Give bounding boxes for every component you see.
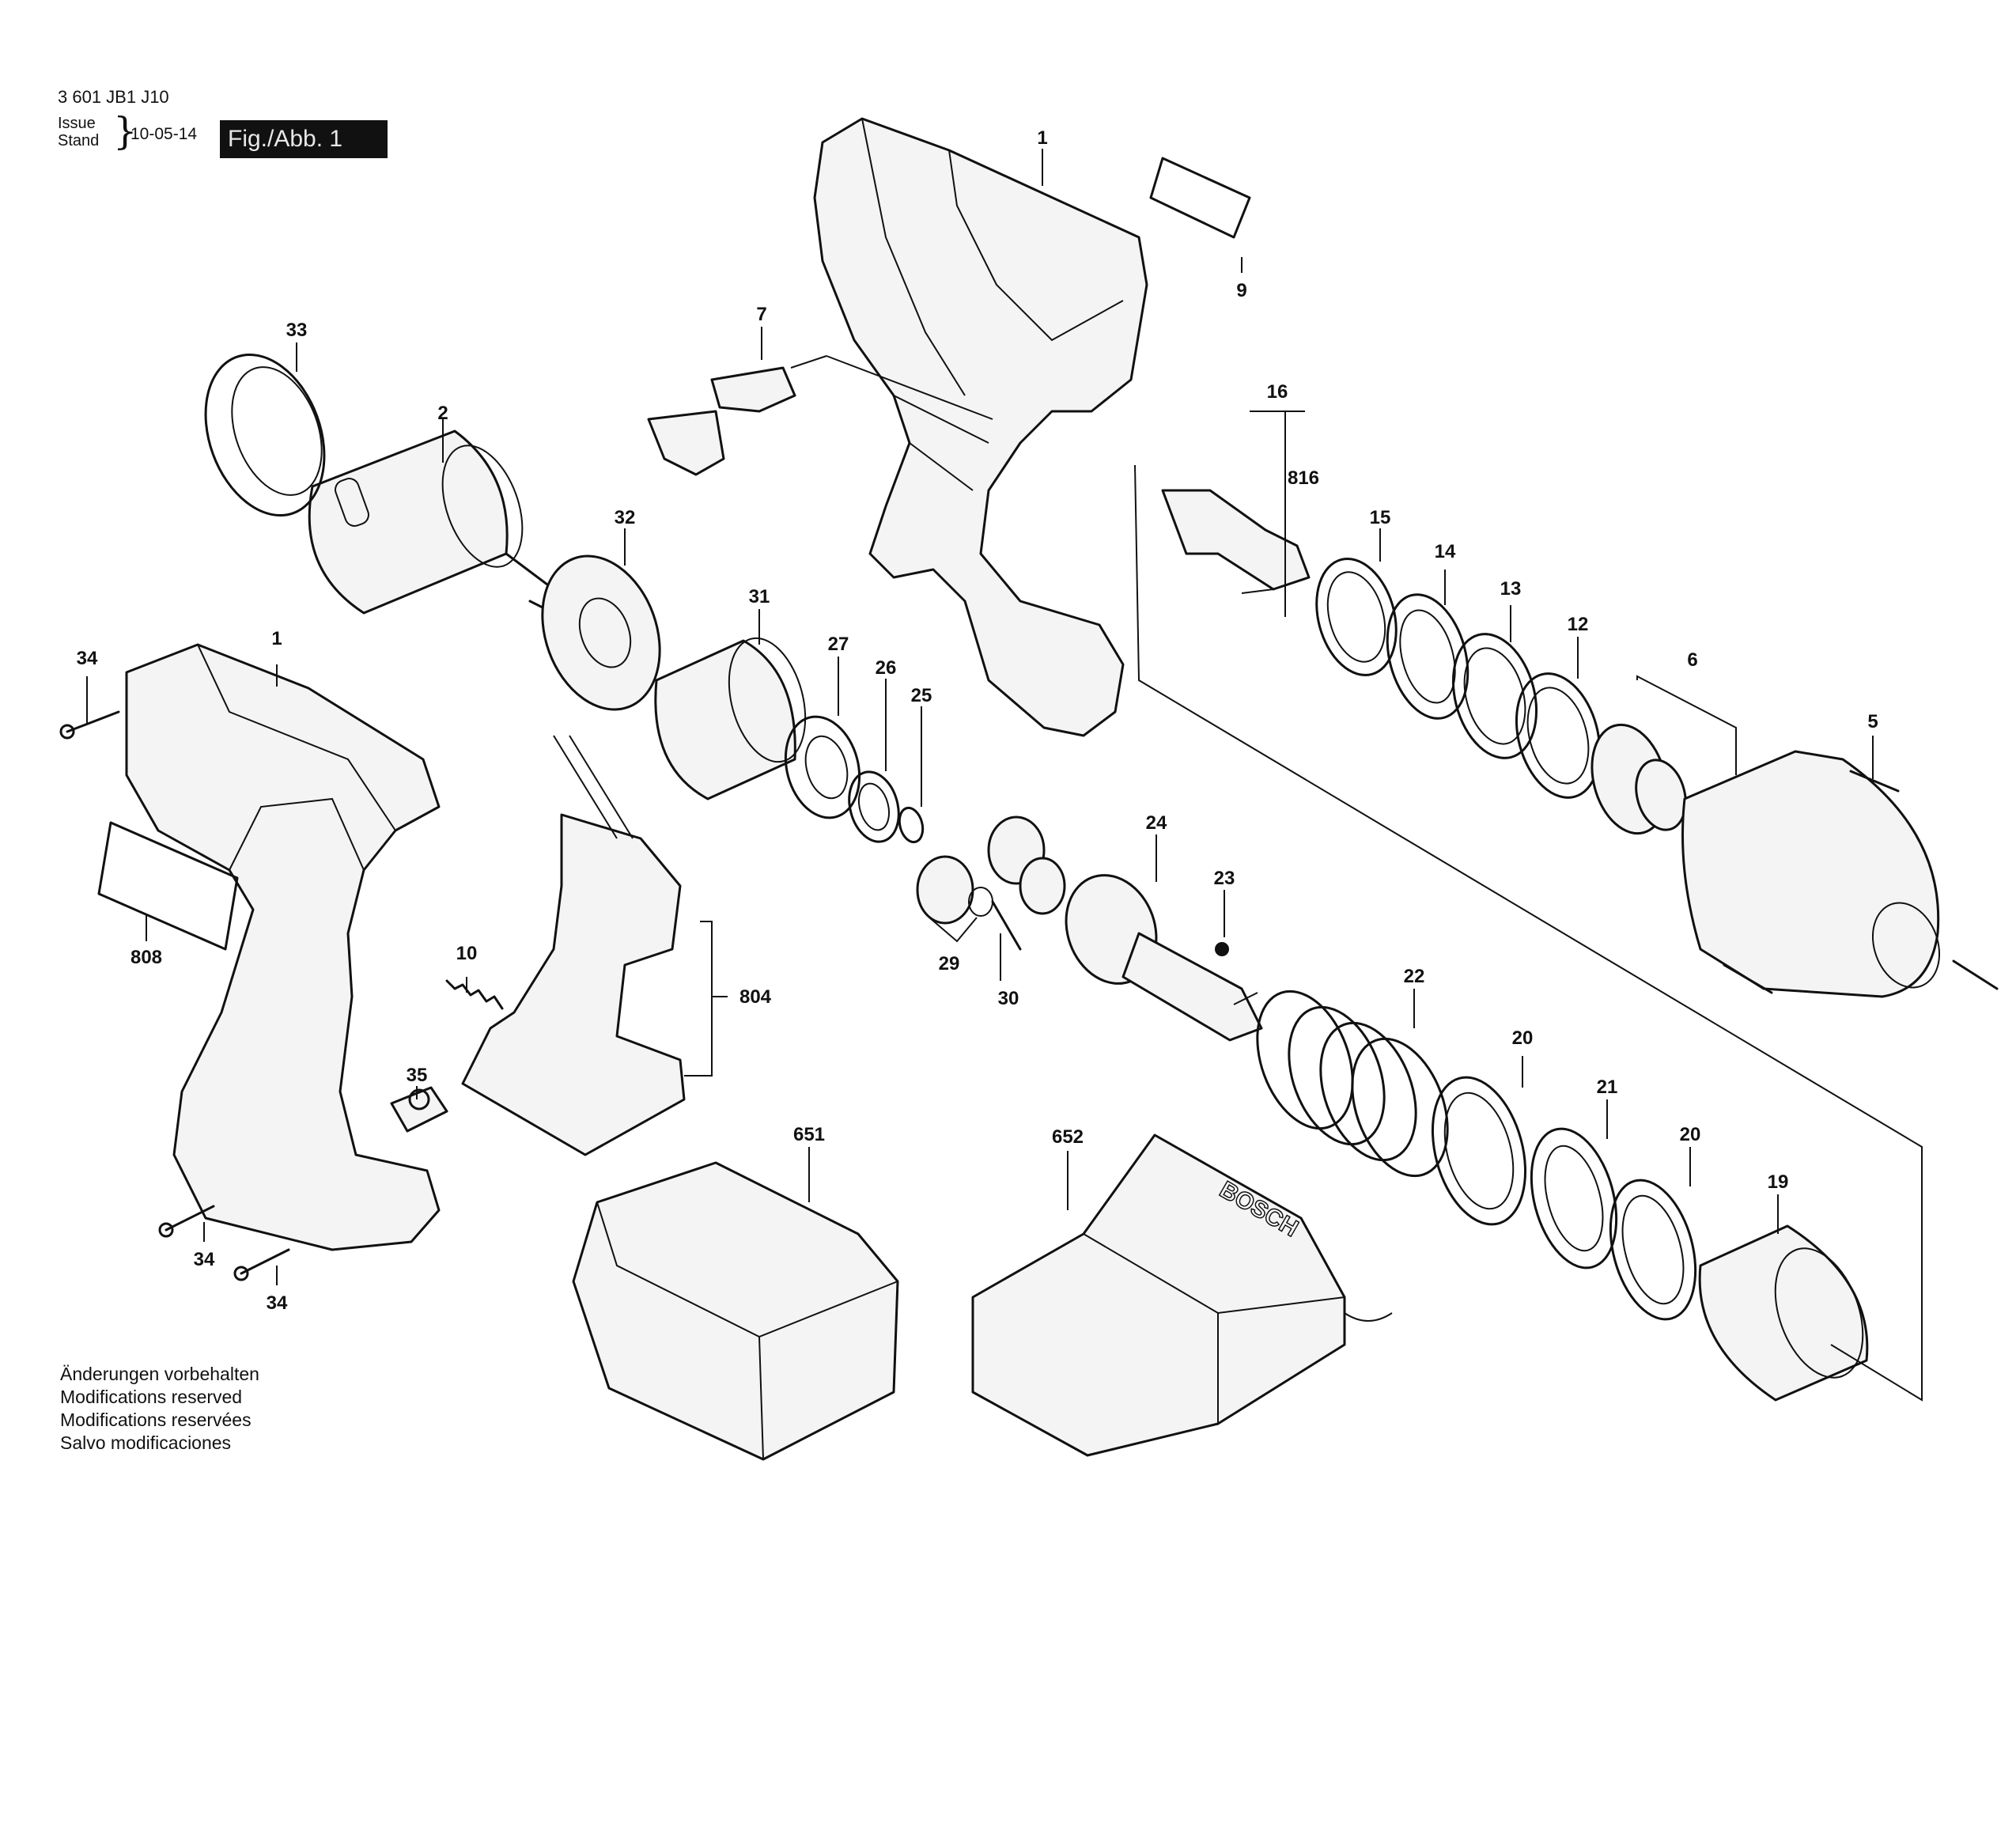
switch-lever-7 xyxy=(647,355,993,476)
part-label-29: 29 xyxy=(939,953,960,974)
part-label-2: 2 xyxy=(437,403,448,424)
part-labels: 1 9 7 33 2 16 816 32 15 14 13 12 31 27 2… xyxy=(77,127,1878,1314)
washer-20-a xyxy=(1431,1076,1527,1226)
planet-gears-29 xyxy=(916,815,1066,943)
spring-10 xyxy=(445,979,504,1010)
part-label-30: 30 xyxy=(998,988,1019,1009)
hammer-case-5 xyxy=(1681,750,1941,998)
part-label-7: 7 xyxy=(756,304,766,325)
screw-5-c xyxy=(1723,963,1773,994)
part-label-23: 23 xyxy=(1214,868,1235,889)
part-label-26: 26 xyxy=(876,657,897,679)
issue-label: Issue xyxy=(58,115,96,132)
battery-pack-651 xyxy=(572,1161,899,1461)
ball-23 xyxy=(1215,942,1229,956)
part-label-22: 22 xyxy=(1404,966,1425,987)
ring-33 xyxy=(204,353,326,517)
housing-half-left xyxy=(125,643,441,1251)
part-label-21: 21 xyxy=(1597,1077,1618,1098)
suppressor-35 xyxy=(390,1086,448,1133)
issue-date: 10-05-14 xyxy=(130,125,198,143)
part-label-13: 13 xyxy=(1500,578,1522,600)
screw-34-b xyxy=(158,1205,215,1238)
part-label-20-a: 20 xyxy=(1512,1027,1534,1049)
bearing-14 xyxy=(1386,593,1469,720)
charger-652: BOSCH xyxy=(971,1133,1393,1457)
part-label-16: 16 xyxy=(1267,381,1288,403)
group-16-bracket xyxy=(1250,411,1305,617)
group-6-bracket xyxy=(1636,675,1737,775)
part-label-1-top: 1 xyxy=(1037,127,1047,149)
part-label-1-left: 1 xyxy=(271,628,282,649)
part-label-816: 816 xyxy=(1288,467,1319,489)
washer-13 xyxy=(1451,633,1538,759)
part-label-27: 27 xyxy=(828,634,849,655)
ring-25 xyxy=(898,806,925,844)
part-label-19: 19 xyxy=(1768,1171,1789,1193)
part-label-804: 804 xyxy=(739,986,772,1008)
modifications-notice: Änderungen vorbehalten Modifications res… xyxy=(60,1363,259,1455)
screw-34-c xyxy=(233,1248,290,1281)
bearing-27 xyxy=(784,715,861,819)
washer-20-b xyxy=(1609,1179,1697,1321)
part-label-25: 25 xyxy=(911,685,932,706)
notice-es: Salvo modificaciones xyxy=(60,1432,232,1453)
notice-de: Änderungen vorbehalten xyxy=(60,1364,259,1384)
part-label-651: 651 xyxy=(793,1124,825,1145)
part-label-5: 5 xyxy=(1867,711,1878,732)
model-number: 3 601 JB1 J10 xyxy=(58,87,169,107)
ring-gear-31 xyxy=(654,637,807,800)
hammer-19 xyxy=(1698,1224,1869,1402)
pin-30 xyxy=(991,900,1022,951)
issue-labels: Issue Stand xyxy=(58,115,99,149)
washer-26 xyxy=(848,770,900,843)
motor-2 xyxy=(308,429,555,615)
screw-34-a xyxy=(59,710,120,740)
notice-en: Modifications reserved xyxy=(60,1387,243,1407)
part-label-9: 9 xyxy=(1236,280,1246,301)
bearing-plate-32 xyxy=(541,554,661,711)
part-label-10: 10 xyxy=(456,943,478,964)
part-label-6: 6 xyxy=(1687,649,1697,671)
label-leaders xyxy=(86,149,1874,1285)
screw-5-b xyxy=(1952,959,1999,990)
anvil-816 xyxy=(1161,489,1311,594)
spring-22 xyxy=(1256,990,1449,1178)
label-plate-808 xyxy=(97,821,239,951)
part-label-31: 31 xyxy=(749,586,770,607)
part-label-33: 33 xyxy=(286,320,308,341)
part-label-32: 32 xyxy=(615,507,636,528)
screw-5-a xyxy=(1849,770,1900,793)
part-label-808: 808 xyxy=(130,947,162,968)
part-label-35: 35 xyxy=(407,1065,428,1086)
washer-15 xyxy=(1315,557,1398,677)
part-label-34-b: 34 xyxy=(194,1249,215,1270)
housing-half-top xyxy=(813,117,1148,737)
issue-brace: } xyxy=(113,109,138,153)
part-label-12: 12 xyxy=(1568,614,1589,635)
switch-804 xyxy=(461,735,728,1156)
part-label-34-c: 34 xyxy=(267,1292,288,1314)
label-plate-9 xyxy=(1149,157,1251,239)
part-label-34-a: 34 xyxy=(77,648,98,669)
part-label-14: 14 xyxy=(1435,541,1456,562)
bearing-21 xyxy=(1530,1127,1618,1270)
washer-12 xyxy=(1515,672,1602,799)
part-label-15: 15 xyxy=(1370,507,1391,528)
figure-label: Fig./Abb. 1 xyxy=(220,120,388,158)
spindle-24 xyxy=(1065,874,1263,1042)
notice-fr: Modifications reservées xyxy=(60,1410,252,1430)
part-label-652: 652 xyxy=(1052,1126,1084,1148)
assembly-leader-right xyxy=(1134,464,1923,1402)
stand-label: Stand xyxy=(58,132,100,149)
bushing-6 xyxy=(1590,723,1687,835)
part-label-20-b: 20 xyxy=(1680,1124,1701,1145)
part-label-24: 24 xyxy=(1146,812,1167,834)
